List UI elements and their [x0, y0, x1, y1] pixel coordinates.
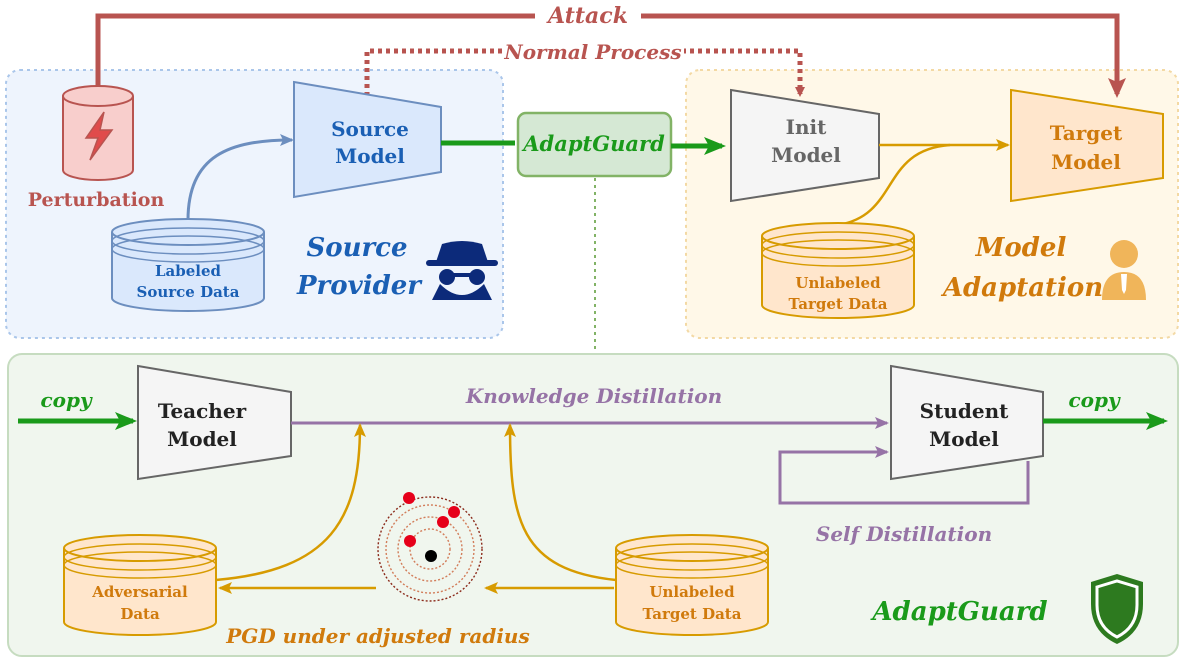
attack-label: Attack	[546, 3, 628, 29]
student-model-label-2: Model	[929, 427, 999, 451]
source-model-label-1: Source	[331, 117, 409, 141]
unlabeled-target-data-cylinder-2: Unlabeled Target Data	[615, 534, 769, 636]
model-adaptation-label-1: Model	[975, 233, 1067, 263]
user-icon	[1102, 240, 1146, 300]
self-distillation-arrow	[778, 446, 1030, 505]
normal-process-arrow	[364, 48, 805, 97]
target-model: Target Model	[1010, 88, 1164, 203]
adversarial-points	[403, 492, 460, 547]
adversarial-to-kd-arrow	[215, 423, 366, 582]
pgd-label: PGD under adjusted radius	[225, 624, 530, 648]
normal-process-label: Normal Process	[503, 40, 681, 64]
source-model-label-2: Model	[335, 144, 405, 168]
adversarial-data-cylinder: Adversarial Data	[63, 534, 217, 636]
unlabeled-target-data-2-label-2: Target Data	[643, 605, 742, 623]
target-model-label-2: Model	[1051, 150, 1121, 174]
teacher-model-label-2: Model	[167, 427, 237, 451]
unlabeled-target-data-2-label-1: Unlabeled	[649, 583, 735, 601]
unlabeled-target-data-label-2: Target Data	[789, 295, 888, 313]
copy-in-label: copy	[40, 388, 93, 412]
perturbation-label: Perturbation	[28, 189, 165, 211]
model-adaptation-label-2: Adaptation	[940, 273, 1103, 303]
clean-point	[425, 550, 437, 562]
target-model-label-1: Target	[1050, 121, 1123, 145]
source-data-arrow	[186, 134, 294, 221]
knowledge-distillation-label: Knowledge Distillation	[465, 384, 722, 408]
adaptguard-title: AdaptGuard	[869, 597, 1047, 627]
normal-process-label-bg	[502, 40, 684, 64]
unlabeled-target-data-label-1: Unlabeled	[795, 274, 881, 292]
target-to-kd-arrow	[504, 423, 617, 582]
source-model: Source Model	[293, 80, 442, 199]
pgd-radius-circles	[377, 496, 483, 602]
init-model-label-2: Model	[771, 143, 841, 167]
source-provider-label-2: Provider	[296, 271, 423, 301]
adaptguard-region	[7, 353, 1179, 657]
unlabeled-target-data-cylinder: Unlabeled Target Data	[761, 222, 915, 319]
student-model-label-1: Student	[920, 399, 1009, 423]
adversarial-data-label-2: Data	[120, 605, 160, 623]
adversarial-data-label-1: Adversarial	[91, 583, 188, 601]
self-distillation-label: Self Distillation	[816, 522, 992, 546]
lightning-icon	[84, 111, 114, 161]
shield-icon	[1091, 574, 1143, 644]
copy-out-label: copy	[1068, 388, 1121, 412]
spy-icon	[426, 241, 498, 300]
teacher-model-label-1: Teacher	[158, 399, 247, 423]
target-data-arrow	[837, 143, 951, 227]
source-provider-label-1: Source	[306, 233, 407, 263]
adaptguard-box-label: AdaptGuard	[521, 131, 665, 156]
labeled-source-data-cylinder: Labeled Source Data	[111, 218, 265, 312]
init-model-label-1: Init	[786, 115, 827, 139]
attack-label-bg	[535, 2, 641, 28]
init-model: Init Model	[730, 88, 880, 203]
student-model: Student Model	[890, 364, 1044, 481]
labeled-source-data-label-2: Source Data	[137, 283, 240, 301]
teacher-model: Teacher Model	[137, 364, 292, 481]
labeled-source-data-label-1: Labeled	[155, 262, 222, 280]
